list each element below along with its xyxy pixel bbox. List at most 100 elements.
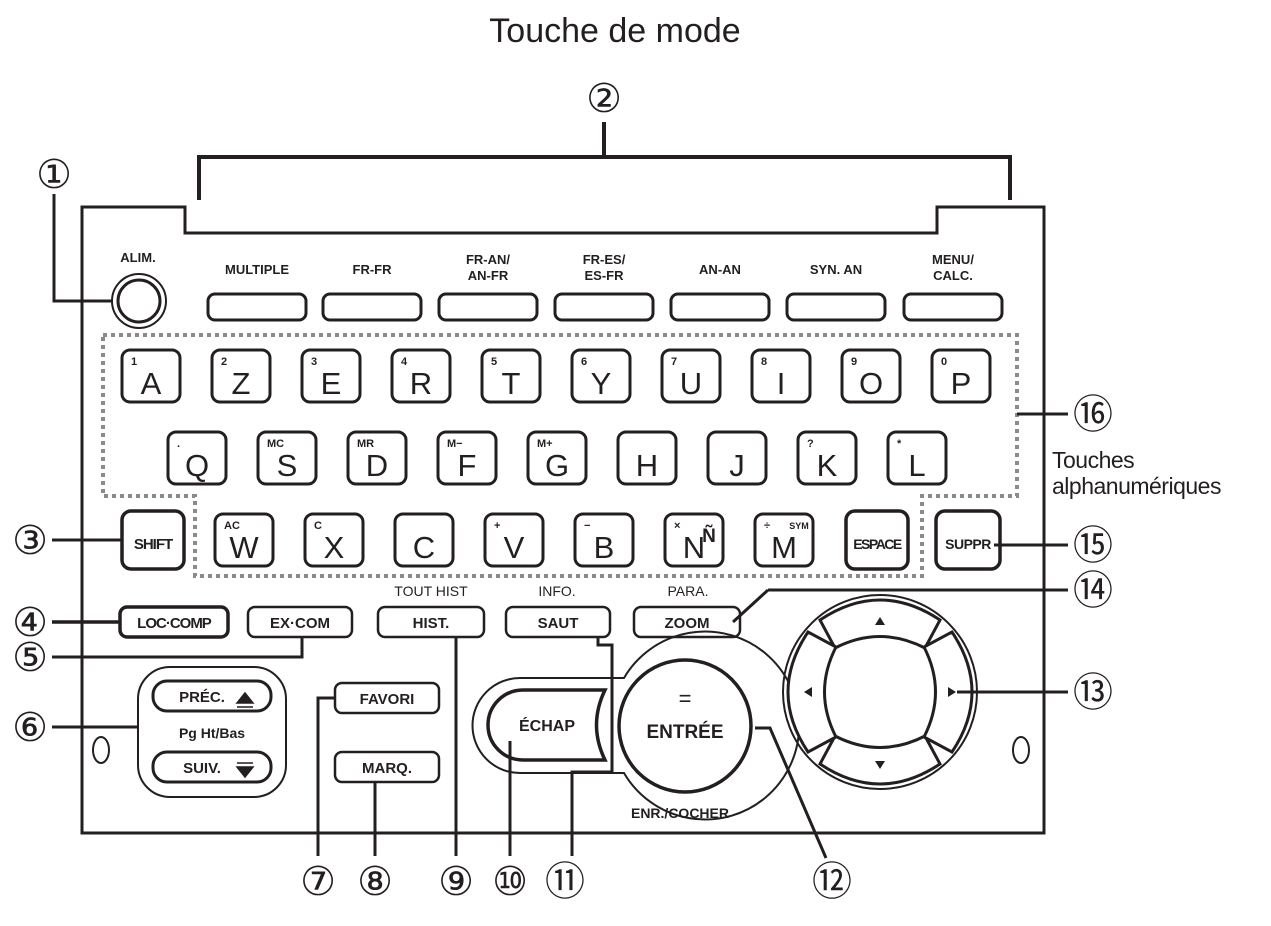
entree-equals: =: [679, 686, 692, 711]
mode-key-6[interactable]: [785, 292, 887, 322]
dpad-down-button[interactable]: [818, 733, 942, 786]
letter-key[interactable]: FM−: [436, 430, 498, 486]
letter-key[interactable]: A1: [120, 348, 182, 404]
letter-key-label: V: [504, 530, 525, 565]
letter-key-label: J: [729, 448, 745, 483]
letter-key-label: X: [324, 530, 345, 565]
callout-8: ⑧: [357, 859, 393, 905]
mode-key-2[interactable]: [321, 292, 423, 322]
callout-6: ⑥: [12, 705, 48, 751]
mode-key-label-2: CALC.: [933, 268, 973, 283]
marq-key[interactable]: MARQ.: [333, 750, 441, 784]
hist-above-label: TOUT HIST: [394, 583, 468, 599]
letter-key[interactable]: E3: [300, 348, 362, 404]
letter-key-label: Y: [591, 366, 612, 401]
mode-key-7[interactable]: [902, 292, 1004, 322]
shift-key-label: SHIFT: [134, 536, 173, 553]
suiv-label: SUIV.: [183, 760, 221, 777]
saut-key[interactable]: SAUT: [504, 605, 612, 639]
letter-key[interactable]: R4: [390, 348, 452, 404]
mode-key-4[interactable]: [553, 292, 655, 322]
favori-label: FAVORI: [360, 691, 415, 708]
callout-16: ⑯: [1073, 392, 1113, 438]
letter-key-label: D: [366, 448, 388, 483]
mode-key-1[interactable]: [206, 292, 308, 322]
entree-key[interactable]: = ENTRÉE: [617, 658, 753, 794]
letter-key[interactable]: J: [706, 430, 768, 486]
letter-key[interactable]: U7: [660, 348, 722, 404]
callout-7-leader: [316, 696, 335, 856]
letter-key-label: Q: [185, 448, 209, 483]
keys-row-2: Q. SMC DMR FM− GM+ H J K? L*: [166, 430, 948, 486]
letter-key[interactable]: B−: [573, 512, 635, 568]
suiv-key[interactable]: SUIV.: [151, 750, 273, 784]
ex-com-key[interactable]: EX·COM: [246, 605, 354, 639]
arrow-down-icon: [875, 761, 885, 769]
letter-key[interactable]: Z2: [210, 348, 272, 404]
letter-key-sublabel: 8: [761, 356, 767, 368]
dpad-right-button[interactable]: [921, 630, 974, 754]
letter-key-sublabel: ?: [807, 438, 814, 450]
letter-key[interactable]: C: [393, 512, 455, 568]
hist-key[interactable]: HIST.: [376, 605, 486, 639]
power-button[interactable]: [111, 273, 167, 329]
letter-key[interactable]: Y6: [570, 348, 632, 404]
letter-key-sublabel: M+: [537, 438, 553, 450]
letter-key[interactable]: H: [616, 430, 678, 486]
letter-key[interactable]: WAC: [213, 512, 275, 568]
favori-key[interactable]: FAVORI: [333, 681, 441, 715]
letter-key[interactable]: L*: [886, 430, 948, 486]
arrow-right-icon: [948, 687, 956, 697]
letter-key[interactable]: N×Ñ: [663, 512, 725, 568]
echap-key[interactable]: ÉCHAP: [486, 688, 608, 762]
letter-key[interactable]: O9: [840, 348, 902, 404]
letter-key-label: K: [817, 448, 838, 483]
letter-key[interactable]: M÷SYM: [753, 512, 815, 568]
dpad-left-button[interactable]: [786, 630, 839, 754]
echap-entree-frame: [471, 630, 801, 821]
prec-key[interactable]: PRÉC.: [151, 679, 273, 713]
mode-key-label: FR-ES/: [583, 252, 626, 267]
marq-label: MARQ.: [362, 760, 412, 777]
mode-key-label: MENU/: [932, 252, 974, 267]
letter-key-sublabel: 5: [491, 356, 497, 368]
mode-key-5[interactable]: [669, 292, 771, 322]
letter-key[interactable]: I8: [750, 348, 812, 404]
callout-5: ⑤: [12, 635, 48, 681]
letter-key[interactable]: DMR: [346, 430, 408, 486]
ex-com-label: EX·COM: [270, 615, 330, 632]
callout-11-leader: [570, 637, 614, 856]
letter-key-sublabel: MR: [357, 438, 374, 450]
letter-key-label: N: [683, 530, 705, 565]
callout-11: ⑪: [545, 859, 585, 905]
zoom-key[interactable]: ZOOM: [632, 605, 742, 639]
letter-key-label: E: [321, 366, 342, 401]
letter-key[interactable]: P0: [930, 348, 992, 404]
letter-key[interactable]: GM+: [526, 430, 588, 486]
space-key[interactable]: ESPACE: [844, 509, 910, 571]
callout-12: ⑫: [812, 859, 852, 905]
letter-key-label: G: [545, 448, 569, 483]
letter-key[interactable]: K?: [796, 430, 858, 486]
callout-12-leader: [755, 726, 828, 859]
letter-key[interactable]: SMC: [256, 430, 318, 486]
letter-key-sublabel: 2: [221, 356, 227, 368]
entree-below-label: ENR./COCHER: [631, 805, 729, 821]
letter-key-sublabel: 6: [581, 356, 587, 368]
loc-comp-key[interactable]: LOC·COMP: [118, 605, 230, 639]
dpad-up-button[interactable]: [818, 598, 942, 651]
mode-key-3[interactable]: [437, 292, 539, 322]
mode-key-label: SYN. AN: [810, 262, 862, 277]
letter-key[interactable]: T5: [480, 348, 542, 404]
page-up-icon: [235, 691, 255, 708]
letter-key-sublabel: 3: [311, 356, 317, 368]
letter-key[interactable]: Q.: [166, 430, 228, 486]
entree-label: ENTRÉE: [646, 721, 723, 743]
zoom-label: ZOOM: [665, 615, 710, 632]
diagram-title: Touche de mode: [489, 12, 740, 50]
suppr-key[interactable]: SUPPR: [934, 509, 1002, 571]
letter-key[interactable]: V+: [483, 512, 545, 568]
letter-key[interactable]: XC: [303, 512, 365, 568]
shift-key[interactable]: SHIFT: [120, 509, 186, 571]
